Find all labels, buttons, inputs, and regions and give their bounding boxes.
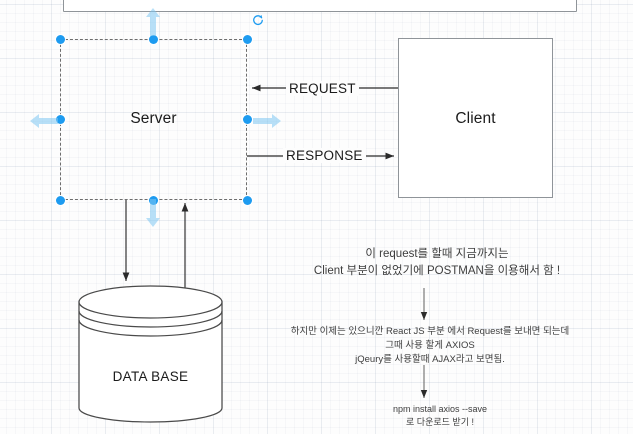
note-axios: 하지만 이제는 있으니깐 React JS 부분 에서 Request를 보내면… [260,325,600,366]
note-axios-line-3: jQeury를 사용할때 AJAX라고 보면됨. [355,353,505,365]
resize-handle-top-right[interactable] [242,34,252,44]
note-axios-line-2: 그때 사용 할게 AXIOS [385,339,475,351]
response-connector-label: RESPONSE [283,148,366,163]
note-npm-line-1: npm install axios --save [392,404,488,414]
note-postman: 이 request를 할때 지금까지는 Client 부분이 없었기에 POST… [283,246,591,279]
request-connector-label: REQUEST [286,81,359,96]
resize-handle-middle-right[interactable] [242,115,252,124]
top-partial-shape[interactable] [63,0,577,12]
resize-handle-top-left[interactable] [55,34,65,44]
database-label: DATA BASE [112,369,189,384]
note-axios-line-1: 하지만 이제는 있으니깐 React JS 부분 에서 Request를 보내면… [290,326,570,337]
resize-handle-top-center[interactable] [149,34,158,44]
server-label: Server [130,110,177,127]
resize-handle-middle-left[interactable] [55,115,65,124]
resize-handle-bottom-right[interactable] [242,195,252,205]
database-shape[interactable] [78,285,223,423]
note-postman-line-1: 이 request를 할때 지금까지는 [365,248,509,260]
hint-arrow-right[interactable] [253,112,283,130]
client-label: Client [455,110,496,127]
note-npm-install: npm install axios --save 로 다운로드 받기 ! [340,403,540,429]
note-npm-line-2: 로 다운로드 받기 ! [406,417,474,428]
hint-arrow-left[interactable] [28,112,58,130]
hint-arrow-down[interactable] [143,199,163,229]
rotate-icon[interactable] [252,14,264,26]
client-shape[interactable] [398,38,553,198]
note-postman-line-2: Client 부분이 없었기에 POSTMAN을 이용해서 함 ! [313,264,561,277]
hint-arrow-up[interactable] [143,6,163,36]
resize-handle-bottom-left[interactable] [55,195,65,205]
